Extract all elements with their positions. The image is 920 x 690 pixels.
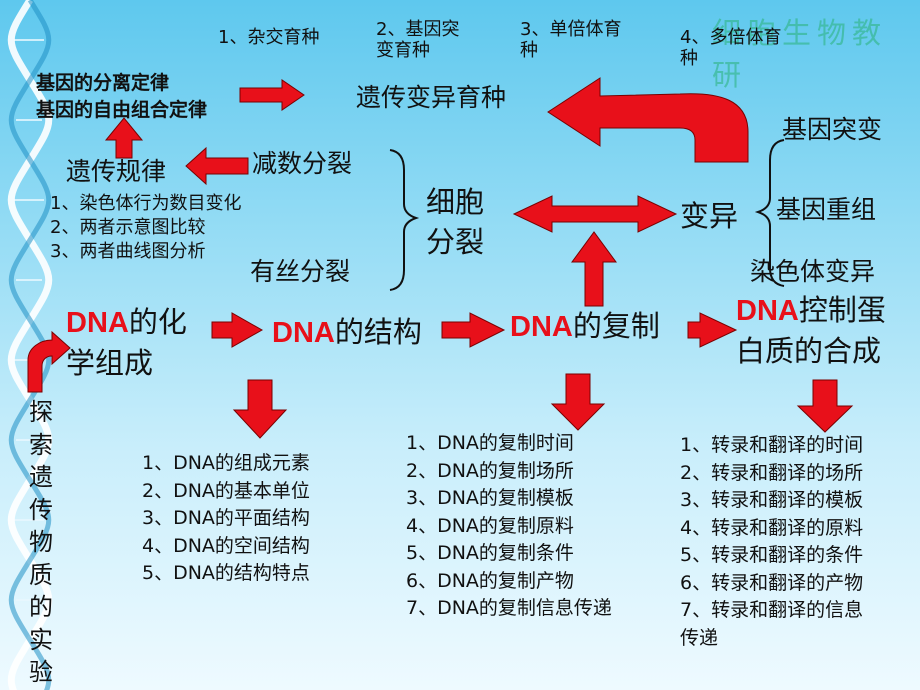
list-item: 3、DNA的复制模板 — [406, 487, 574, 509]
method-haploid-line1: 3、单倍体育 — [520, 19, 622, 40]
dna-label: DNA — [510, 311, 573, 343]
composition-list: 1、DNA的组成元素 2、DNA的基本单位 3、DNA的平面结构 4、DNA的空… — [142, 450, 310, 588]
list-item: 4、DNA的复制原料 — [406, 514, 574, 537]
list-item: 2、DNA的基本单位 — [142, 479, 310, 502]
variation-node: 变异 — [680, 199, 739, 233]
list-item: 7、转录和翻译的信息 — [680, 599, 864, 621]
replication-suffix: 的复制 — [572, 309, 660, 343]
method-polyploid-line1: 4、多倍体育 — [680, 27, 782, 48]
method-polyploid-breeding: 4、多倍体育 种 — [680, 27, 782, 69]
protein-synthesis-list: 1、转录和翻译的时间 2、转录和翻译的场所 3、转录和翻译的模板 4、转录和翻译… — [680, 432, 863, 652]
bracket-division — [389, 149, 420, 291]
heredity-law-node: 遗传规律 — [66, 157, 167, 186]
list-item: 传递 — [680, 626, 719, 649]
cell-division-node: 细胞 分裂 — [426, 182, 484, 262]
arrow-meiosis-to-heredity — [185, 146, 249, 186]
list-item: 4、DNA的空间结构 — [142, 534, 310, 557]
method-mutation-line2: 变育种 — [376, 39, 430, 61]
heredity-points-list: 1、染色体行为数目变化 2、两者示意图比较 3、两者曲线图分析 — [50, 192, 241, 264]
variation-chromosome: 染色体变异 — [750, 257, 876, 286]
node-dna-protein-synthesis: DNA控制蛋 白质的合成 — [736, 290, 886, 371]
cell-division-line1: 细胞 — [426, 185, 485, 219]
list-item: 4、转录和翻译的原料 — [680, 516, 864, 539]
list-item: 2、转录和翻译的场所 — [680, 461, 864, 484]
list-item: 3、转录和翻译的模板 — [680, 489, 864, 511]
method-polyploid-line2: 种 — [680, 47, 698, 69]
protein-line2: 白质的合成 — [736, 334, 882, 368]
method-mutation-line1: 2、基因突 — [376, 19, 460, 40]
arrow-heredity-to-laws — [104, 117, 144, 159]
node-dna-chemical-composition: DNA的化 学组成 — [66, 302, 187, 383]
helix-strand-a — [7, 0, 53, 690]
arrow-double-division-variation — [512, 195, 678, 233]
list-item: 2、DNA的复制场所 — [406, 459, 574, 482]
cell-division-line2: 分裂 — [426, 225, 485, 259]
law-independent-assortment: 基因的自由组合定律 — [36, 99, 208, 121]
arrow-experiment-to-chem — [27, 330, 71, 393]
law-segregation: 基因的分离定律 — [36, 72, 170, 94]
arrow-chem-to-structure — [211, 312, 264, 348]
method-mutation-breeding: 2、基因突 变育种 — [376, 19, 460, 61]
arrow-replication-to-protein — [687, 312, 738, 348]
chem-line1: DNA的化 — [66, 302, 187, 343]
list-item: 6、转录和翻译的产物 — [680, 571, 864, 594]
dna-label: DNA — [66, 307, 129, 339]
structure-suffix: 的结构 — [334, 315, 422, 349]
list-item: 1、转录和翻译的时间 — [680, 434, 864, 456]
arrow-replication-to-variation — [571, 231, 617, 307]
chem-line2: 学组成 — [66, 346, 154, 380]
bracket-variation — [754, 139, 785, 287]
list-item: 7、DNA的复制信息传递 — [406, 597, 612, 619]
arrow-down-replication — [550, 373, 606, 431]
arrow-down-protein — [796, 379, 854, 433]
list-item: 6、DNA的复制产物 — [406, 569, 574, 592]
list-item: 5、DNA的复制条件 — [406, 542, 574, 564]
arrow-variation-to-breeding — [547, 77, 749, 163]
mitosis-node: 有丝分裂 — [250, 257, 351, 286]
list-item: 1、染色体行为数目变化 — [50, 193, 242, 214]
list-item: 1、DNA的复制时间 — [406, 432, 574, 454]
list-item: 3、DNA的平面结构 — [142, 507, 310, 529]
experiment-label-vertical: 探索遗传物质的实验 — [29, 398, 53, 686]
variation-gene-mutation: 基因突变 — [782, 115, 883, 144]
dna-label: DNA — [272, 317, 335, 349]
list-item: 3、两者曲线图分析 — [50, 241, 206, 262]
list-item: 1、DNA的组成元素 — [142, 452, 310, 474]
node-dna-structure: DNA的结构 — [272, 315, 422, 350]
arrow-laws-to-breeding — [239, 79, 305, 111]
meiosis-node: 减数分裂 — [252, 149, 353, 178]
list-item: 5、DNA的结构特点 — [142, 562, 310, 584]
method-haploid-line2: 种 — [520, 39, 538, 61]
variation-recombination: 基因重组 — [776, 195, 877, 224]
chem-suffix: 的化 — [128, 305, 187, 339]
dna-label: DNA — [736, 295, 799, 327]
arrow-structure-to-replication — [441, 312, 506, 348]
helix-strand-b — [8, 0, 52, 690]
method-hybrid-breeding: 1、杂交育种 — [218, 27, 320, 48]
list-item: 5、转录和翻译的条件 — [680, 544, 864, 566]
node-dna-replication: DNA的复制 — [510, 309, 660, 344]
protein-line1: DNA控制蛋 — [736, 290, 886, 331]
method-haploid-breeding: 3、单倍体育 种 — [520, 19, 622, 61]
replication-list: 1、DNA的复制时间 2、DNA的复制场所 3、DNA的复制模板 4、DNA的复… — [406, 430, 612, 623]
genetic-laws: 基因的分离定律 基因的自由组合定律 — [36, 70, 207, 124]
arrow-down-composition — [232, 379, 288, 439]
control-suffix: 控制蛋 — [798, 293, 886, 327]
breeding-title: 遗传变异育种 — [356, 83, 507, 112]
watermark-logo: 细胞生物教研 — [712, 16, 888, 92]
list-item: 2、两者示意图比较 — [50, 217, 206, 238]
